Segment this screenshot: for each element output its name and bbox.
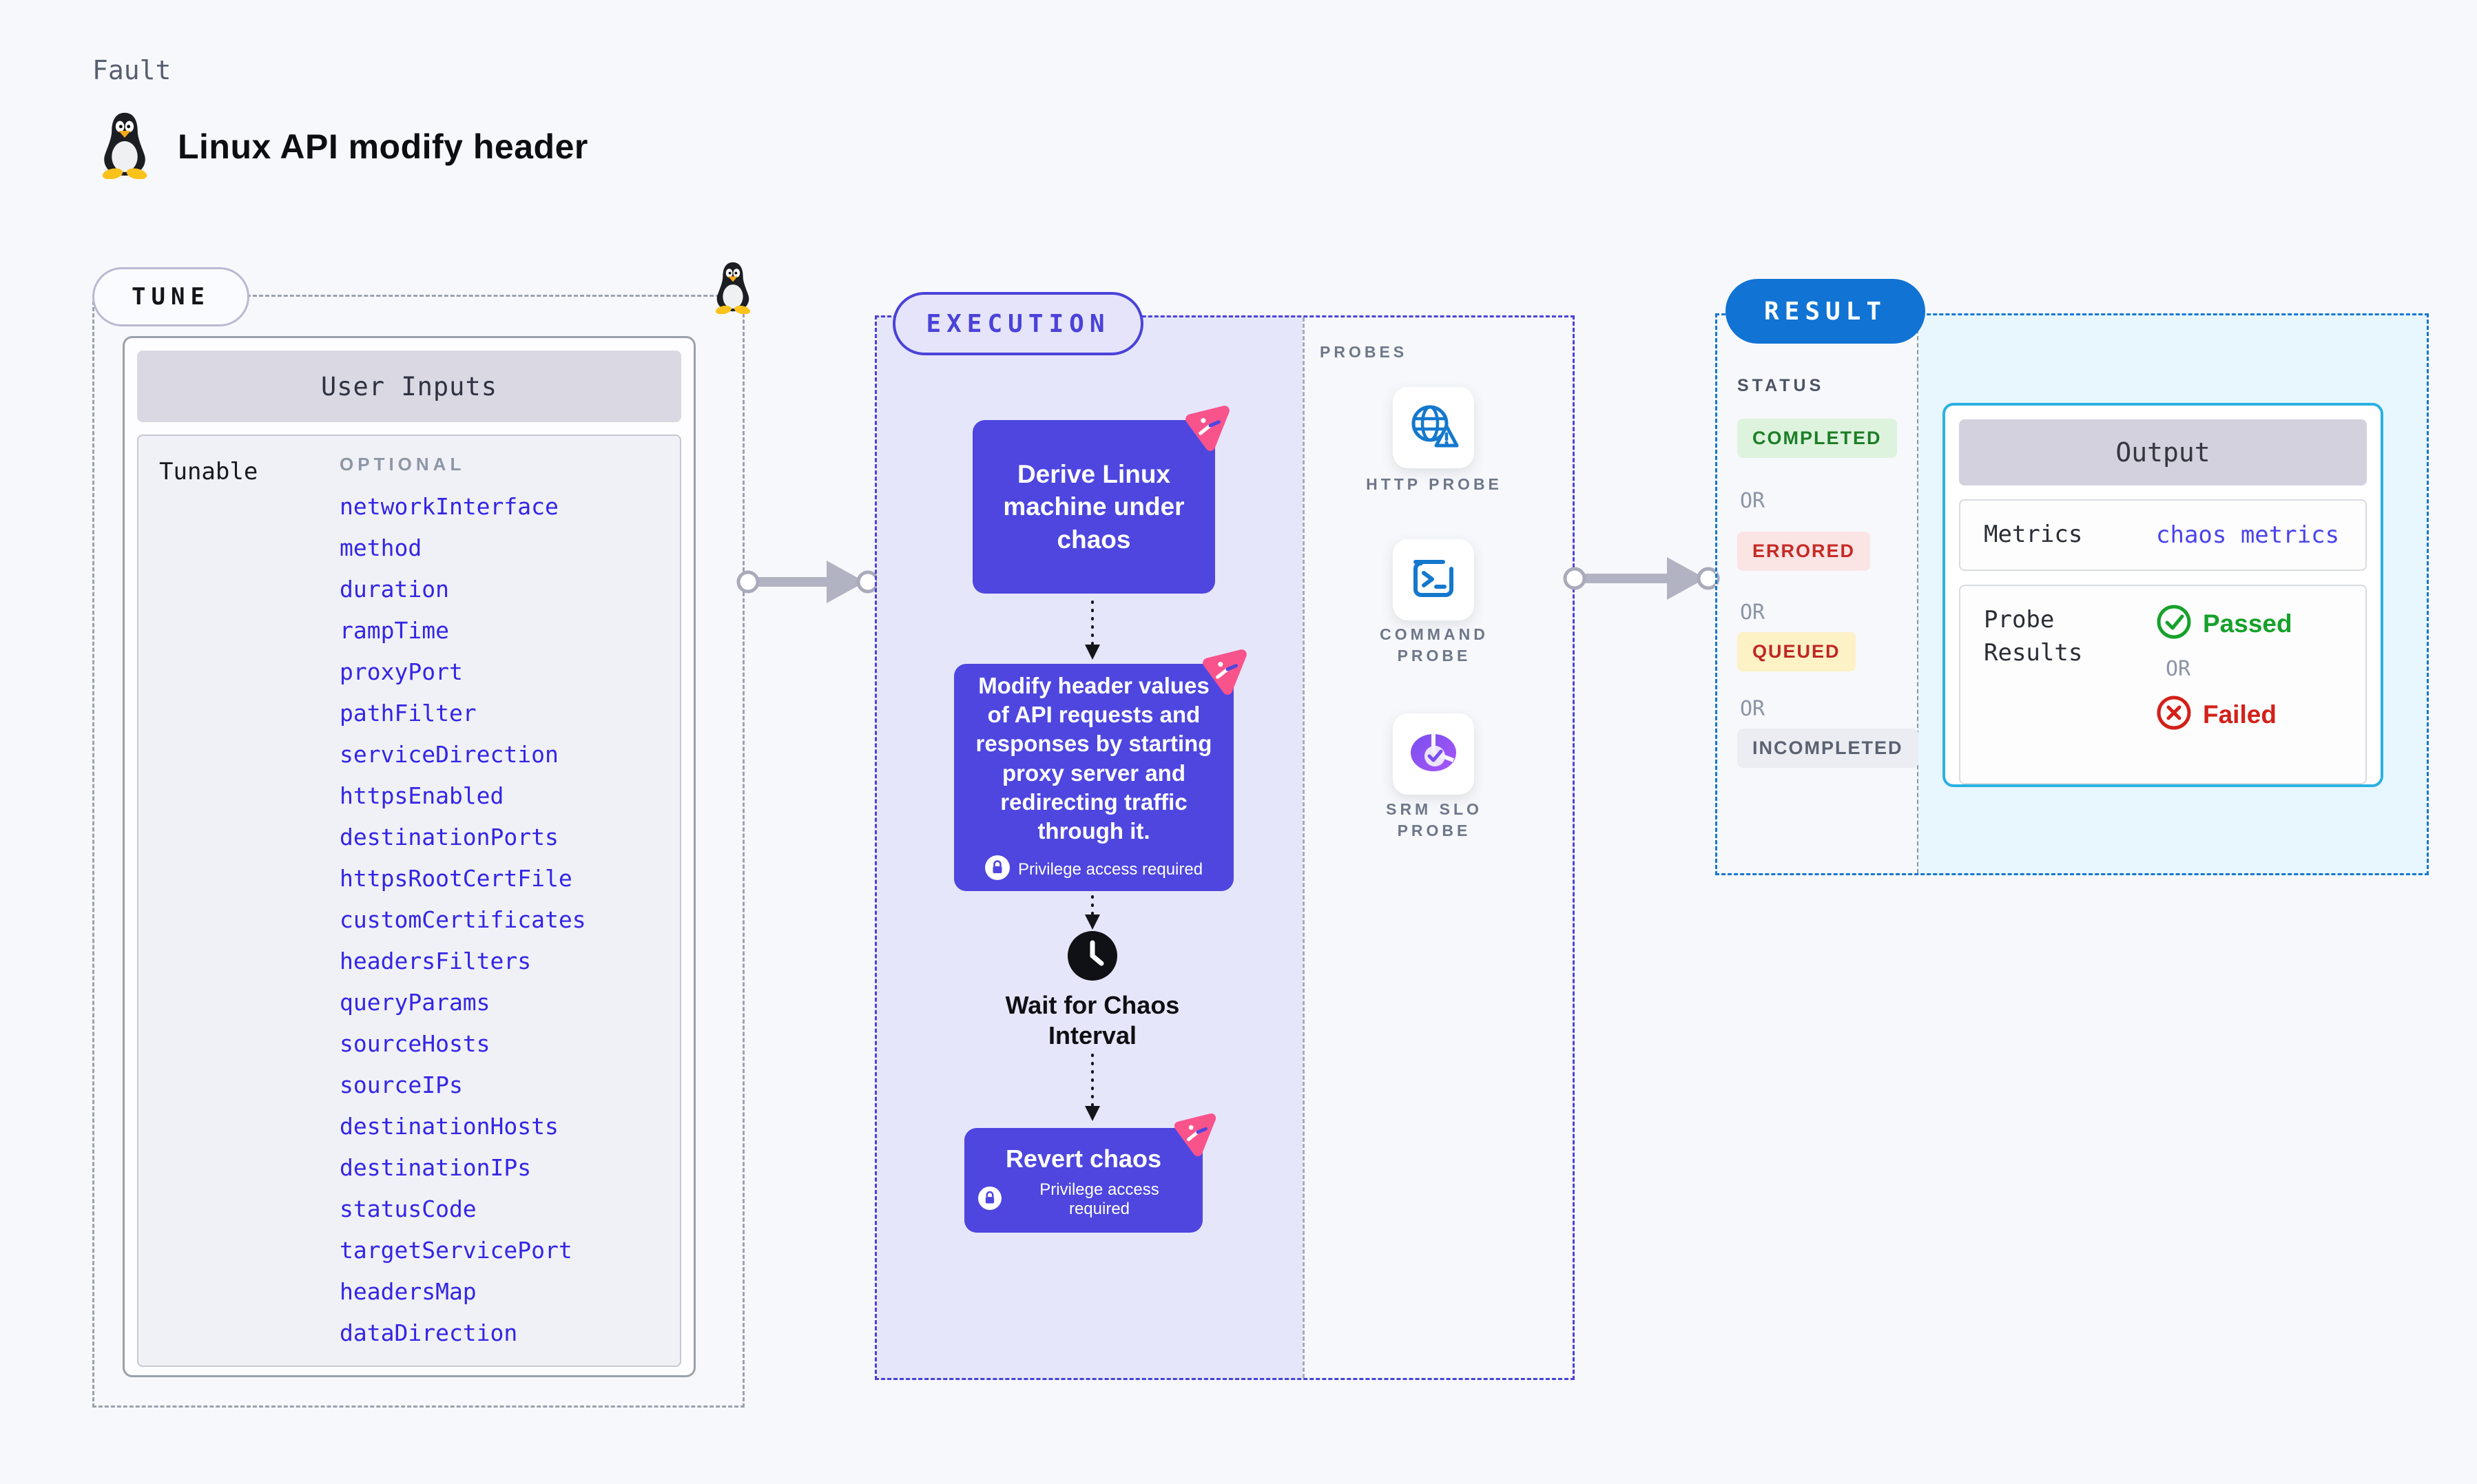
flow-arrow-2 xyxy=(1085,895,1100,930)
passed-row: Passed xyxy=(2156,604,2292,643)
probe-label: COMMAND PROBE xyxy=(1380,625,1489,665)
execution-probes-divider xyxy=(1303,317,1305,1378)
status-badge-errored: ERRORED xyxy=(1737,532,1871,571)
http-probe-icon xyxy=(1407,401,1460,454)
x-circle-icon xyxy=(2156,695,2192,734)
chaos-fault-icon xyxy=(1199,646,1250,700)
optional-group-label: OPTIONAL xyxy=(340,454,466,474)
tunable-row-label: Tunable xyxy=(159,458,258,485)
title-row: Linux API modify header xyxy=(96,110,588,182)
execution-to-result-arrow xyxy=(1563,557,1720,600)
privilege-note: Privilege access required xyxy=(984,855,1203,884)
chaos-fault-icon xyxy=(1182,402,1233,457)
result-status-divider xyxy=(1917,315,1918,873)
chaos-metrics-link[interactable]: chaos metrics xyxy=(2156,521,2340,549)
or-label: OR xyxy=(1740,600,1765,625)
tunable-link[interactable]: method xyxy=(340,534,422,561)
probe-results-verdicts: Passed OR Failed xyxy=(2156,604,2292,734)
check-circle-icon xyxy=(2156,604,2192,643)
or-label: OR xyxy=(2166,657,2191,681)
or-label: OR xyxy=(1740,697,1765,721)
tunables-column: OPTIONAL networkInterface method duration r… xyxy=(340,454,586,1348)
tunable-link[interactable]: sourceIPs xyxy=(340,1072,463,1098)
user-inputs-header: User Inputs xyxy=(137,351,681,422)
metrics-label: Metrics xyxy=(1984,521,2083,549)
tunable-link[interactable]: destinationPorts xyxy=(340,824,559,850)
tune-region xyxy=(92,295,745,1408)
http-probe-card[interactable] xyxy=(1393,387,1474,468)
failed-row: Failed xyxy=(2156,695,2292,734)
tune-pill: TUNE xyxy=(92,267,249,326)
status-badge-completed: COMPLETED xyxy=(1737,419,1897,458)
tunable-link[interactable]: targetServicePort xyxy=(340,1237,572,1264)
tunable-link[interactable]: sourceHosts xyxy=(340,1030,490,1057)
tunable-link[interactable]: networkInterface xyxy=(340,493,559,520)
tunable-link[interactable]: destinationIPs xyxy=(340,1154,532,1181)
probe-results-row: Probe Results Passed OR xyxy=(1959,585,2367,784)
step-text: Derive Linux machine under chaos xyxy=(1003,459,1185,554)
privilege-label: Privilege access required xyxy=(1039,1180,1159,1219)
privilege-note: Privilege access required xyxy=(978,1180,1189,1219)
user-inputs-card: User Inputs Tunable OPTIONAL networkInte… xyxy=(123,336,696,1377)
tunable-link[interactable]: queryParams xyxy=(340,989,490,1016)
step-text: Revert chaos xyxy=(1005,1145,1162,1173)
tunable-link[interactable]: httpsEnabled xyxy=(340,782,504,809)
tunable-link[interactable]: statusCode xyxy=(340,1195,477,1222)
flow-arrow-1 xyxy=(1085,600,1100,660)
tunables-table: Tunable OPTIONAL networkInterface method d… xyxy=(137,435,681,1367)
metrics-row: Metrics chaos metrics xyxy=(1959,499,2367,571)
tunable-link[interactable]: serviceDirection xyxy=(340,741,559,768)
probes-heading: PROBES xyxy=(1320,343,1408,361)
linux-tux-icon xyxy=(96,110,153,182)
passed-label: Passed xyxy=(2203,609,2292,638)
probe-results-label: Probe Results xyxy=(1984,606,2083,667)
tunable-link[interactable]: destinationHosts xyxy=(340,1113,559,1140)
tunable-link[interactable]: rampTime xyxy=(340,617,449,644)
output-header: Output xyxy=(1959,419,2367,485)
output-card: Output Metrics chaos metrics Probe Resul… xyxy=(1942,403,2383,787)
page-title: Linux API modify header xyxy=(178,127,588,166)
status-badge-incompleted: INCOMPLETED xyxy=(1737,729,1918,768)
step-text: Modify header values of API requests and… xyxy=(975,672,1212,844)
tunable-link[interactable]: headersMap xyxy=(340,1278,477,1305)
step-revert-chaos: Revert chaos Privilege access required xyxy=(964,1113,1216,1233)
probe-label: HTTP PROBE xyxy=(1366,475,1502,493)
srm-slo-probe-icon xyxy=(1408,727,1459,782)
step-derive-machine: Derive Linux machine under chaos xyxy=(973,406,1230,594)
or-label: OR xyxy=(1740,489,1765,513)
command-probe-card[interactable] xyxy=(1393,539,1474,620)
tunable-link[interactable]: dataDirection xyxy=(340,1319,518,1346)
srm-slo-probe-card[interactable] xyxy=(1393,713,1474,795)
lock-icon xyxy=(984,855,1010,884)
probe-label: SRM SLO PROBE xyxy=(1386,800,1482,840)
tunable-link[interactable]: headersFilters xyxy=(340,948,532,974)
privilege-label: Privilege access required xyxy=(1017,859,1203,879)
tunable-list: networkInterface method duration rampTime pr… xyxy=(340,486,586,1354)
result-pill: RESULT xyxy=(1725,279,1925,344)
tunable-link[interactable]: pathFilter xyxy=(340,700,477,727)
tunable-link[interactable]: proxyPort xyxy=(340,658,463,685)
tune-to-execution-arrow xyxy=(736,561,880,603)
tunable-link[interactable]: duration xyxy=(340,576,449,603)
clock-icon xyxy=(1068,931,1117,984)
wait-step-label: Wait for Chaos Interval xyxy=(1005,991,1180,1049)
execution-pill: EXECUTION xyxy=(893,292,1143,355)
chaos-fault-icon xyxy=(1171,1110,1219,1162)
tunable-link[interactable]: customCertificates xyxy=(340,906,586,933)
step-modify-headers: Modify header values of API requests and… xyxy=(954,649,1247,891)
command-probe-icon xyxy=(1409,556,1458,604)
tunable-link[interactable]: httpsRootCertFile xyxy=(340,865,572,892)
status-heading: STATUS xyxy=(1737,376,1825,395)
fault-kicker: Fault xyxy=(92,55,172,85)
lock-icon xyxy=(978,1186,1002,1213)
status-badge-queued: QUEUED xyxy=(1737,632,1856,671)
flow-arrow-3 xyxy=(1085,1054,1100,1121)
linux-tux-small-icon xyxy=(711,260,755,317)
failed-label: Failed xyxy=(2203,700,2277,729)
